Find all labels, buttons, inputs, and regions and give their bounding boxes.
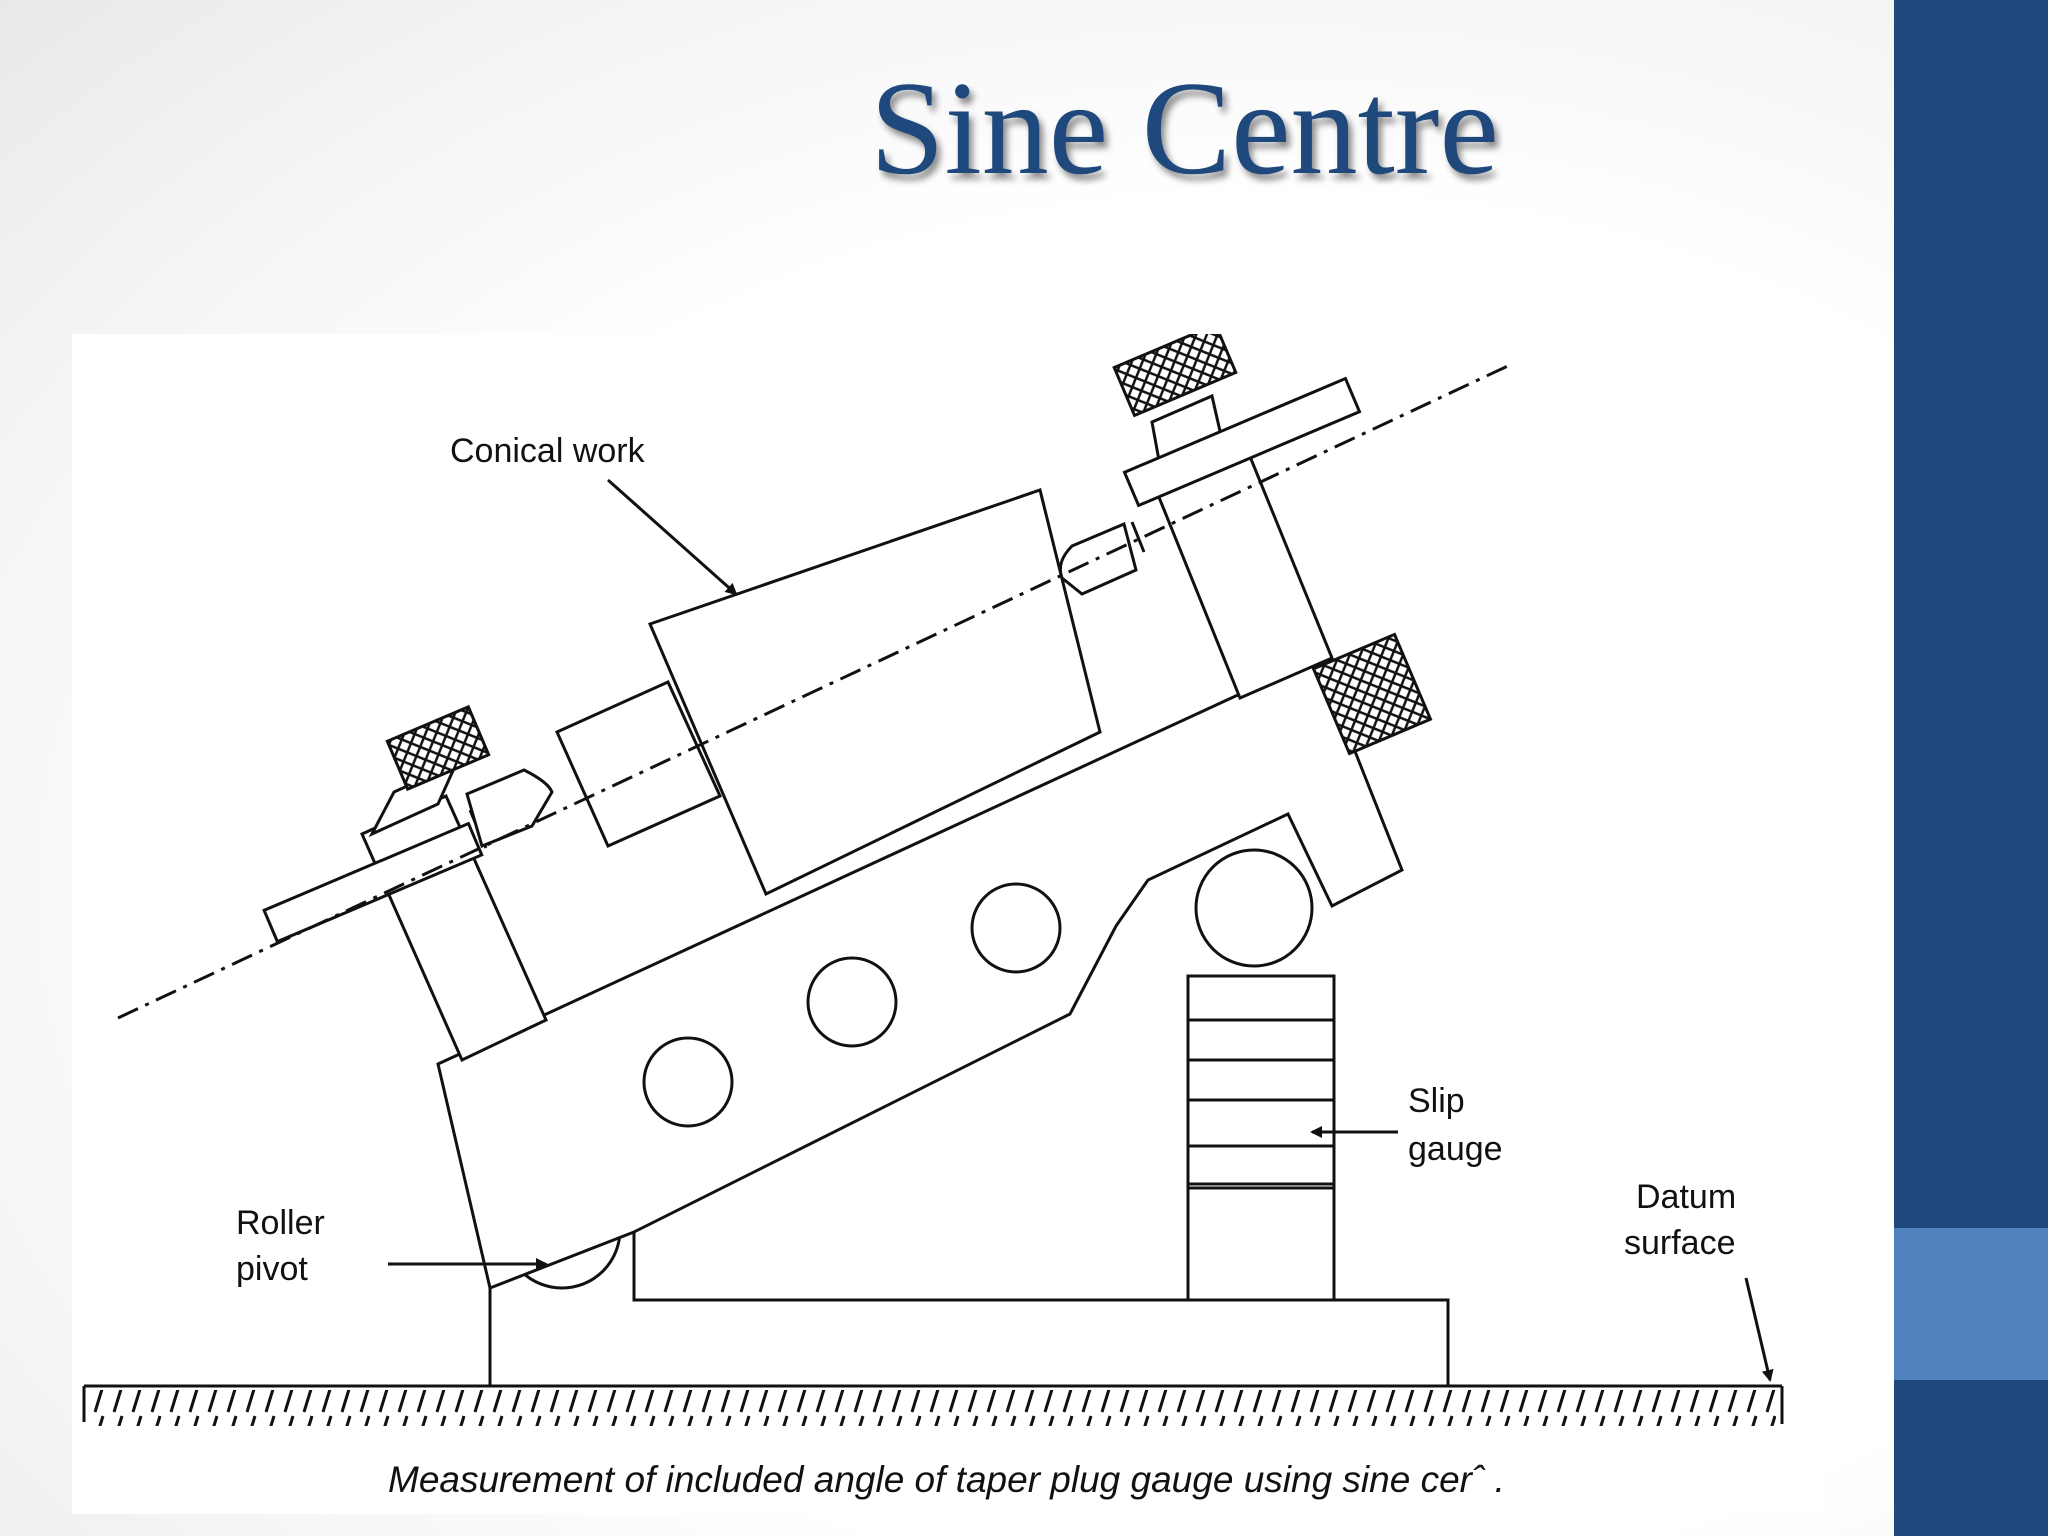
slip-gauge-stack [1186, 974, 1336, 1302]
label-gauge: gauge [1408, 1130, 1503, 1168]
centre-axis-line [117, 362, 1513, 1020]
side-accent-block [1894, 1228, 2048, 1380]
sine-centre-diagram: Conical work Slip gauge Datum surface Ro… [72, 334, 1824, 1514]
bar-hole-1 [642, 1036, 734, 1128]
label-surface: surface [1624, 1224, 1736, 1262]
right-adjust-knob [1311, 632, 1433, 756]
bar-roller [1194, 848, 1314, 968]
diagram-svg: Conical work Slip gauge Datum surface Ro… [82, 334, 1784, 1500]
figure-caption: Measurement of included angle of taper p… [388, 1459, 1505, 1500]
slide-title: Sine Centre [870, 54, 1499, 202]
sine-bar-body [436, 655, 1404, 1291]
label-slip: Slip [1408, 1082, 1465, 1120]
left-centre-column [262, 704, 554, 1063]
label-roller: Roller [236, 1204, 325, 1242]
conical-work-piece [555, 488, 1102, 897]
label-datum: Datum [1636, 1178, 1736, 1216]
arrow-datum-surface [1744, 1277, 1774, 1382]
datum-surface-plate [82, 1384, 1784, 1426]
label-conical-work: Conical work [450, 432, 646, 470]
bar-hole-3 [970, 882, 1062, 974]
label-pivot: pivot [236, 1250, 308, 1288]
bar-hole-2 [806, 956, 898, 1048]
arrow-conical-work [607, 478, 738, 596]
right-centre-column [1058, 334, 1362, 700]
